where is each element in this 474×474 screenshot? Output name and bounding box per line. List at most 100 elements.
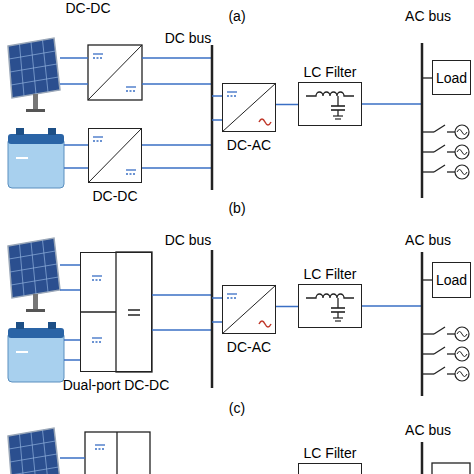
panel-grid [43, 430, 49, 474]
panel-grid [10, 64, 57, 72]
dc-symbol [92, 341, 102, 342]
grid-wire [422, 171, 434, 172]
switch-symbol [434, 165, 445, 172]
grid-wire [447, 333, 455, 334]
battery-terminal [16, 128, 24, 135]
switch-symbol [434, 145, 445, 152]
wire [60, 57, 88, 59]
wire [60, 289, 80, 291]
panel-letter: (a) [228, 8, 245, 24]
dc-symbol [227, 91, 237, 92]
dc-symbol [227, 293, 237, 294]
dc-bus [211, 250, 214, 388]
panel-grid [43, 240, 49, 292]
panel-grid [31, 432, 36, 474]
ground-symbol [333, 115, 343, 116]
dc-symbol [92, 275, 102, 276]
wire [212, 119, 222, 121]
bus-label: AC bus [405, 422, 451, 438]
ac-source-wave [457, 130, 467, 135]
panel-grid [10, 454, 57, 462]
capacitor-plate [331, 307, 345, 309]
dc-symbol [126, 86, 136, 87]
grid-wire [422, 151, 434, 152]
wire [142, 144, 212, 146]
block-label: DC-AC [227, 339, 271, 355]
panel-grid [11, 77, 59, 85]
bus-label: DC bus [165, 30, 212, 46]
converter-diagonal [222, 83, 276, 132]
panel-base [26, 109, 45, 112]
box-label: Load [436, 70, 467, 86]
ac-bus [421, 442, 424, 474]
wire [142, 83, 212, 85]
solar-panel [8, 428, 60, 474]
wire [60, 457, 85, 459]
dc-symbol [126, 169, 136, 170]
battery [8, 138, 64, 188]
switch-symbol [434, 327, 445, 334]
bus-label: AC bus [405, 232, 451, 248]
panel-grid [20, 434, 25, 474]
capacitor-plate [331, 105, 345, 107]
ac-symbol [259, 119, 271, 125]
panel-letter: (b) [228, 200, 245, 216]
converter-box: DC-AC [222, 285, 276, 334]
ac-source [455, 327, 469, 341]
block-label: DC-AC [227, 137, 271, 153]
converter-box [88, 45, 142, 100]
wire [64, 144, 88, 146]
wire [276, 306, 298, 308]
ac-source [455, 145, 469, 159]
ac-source-wave [457, 170, 467, 175]
block-label: LC Filter [304, 445, 357, 461]
ac-source [455, 165, 469, 179]
battery-mark [16, 157, 28, 159]
wire [362, 305, 422, 307]
dc-symbol [93, 136, 103, 137]
dc-symbol [93, 140, 103, 141]
inductor-symbol [306, 294, 354, 298]
wire [212, 321, 222, 323]
panel-grid [43, 40, 49, 92]
converter-box: DC-DC [88, 128, 142, 183]
battery-terminal [48, 322, 56, 329]
switch-symbol [434, 347, 445, 354]
load-box: Load [432, 262, 471, 298]
dc-bus [211, 45, 214, 190]
dc-symbol [95, 448, 105, 449]
bus-label: DC bus [165, 232, 212, 248]
battery-top [8, 134, 64, 144]
converter-box: LC Filter [298, 284, 362, 328]
box-label: Load [436, 272, 467, 288]
converter-box: LC Filter [298, 82, 362, 126]
panel-grid [11, 467, 59, 474]
bus-label: AC bus [405, 8, 451, 24]
wire [422, 77, 432, 78]
block-label: LC Filter [304, 266, 357, 282]
battery [8, 332, 64, 382]
grid-wire [447, 151, 455, 152]
converter-diagonal [88, 128, 142, 183]
grid-wire [422, 333, 434, 334]
ac-source-wave [457, 372, 467, 377]
capacitor-lead [337, 312, 338, 318]
wire [152, 294, 212, 296]
dc-symbol [227, 297, 237, 298]
grid-wire [422, 353, 434, 354]
converter-divider [80, 311, 116, 312]
inductor-symbol [306, 92, 354, 96]
wire [422, 279, 432, 280]
wire [212, 297, 222, 299]
wire [60, 264, 80, 266]
panel-grid [10, 264, 57, 272]
converter-box [85, 432, 150, 474]
grid-wire [422, 373, 434, 374]
wire [276, 104, 298, 106]
converter-box: Dual-port DC-DC [80, 252, 152, 372]
ground-symbol [335, 320, 341, 321]
converter-box [116, 252, 152, 372]
grid-wire [447, 171, 455, 172]
converter-box: LC Filter [298, 463, 362, 474]
